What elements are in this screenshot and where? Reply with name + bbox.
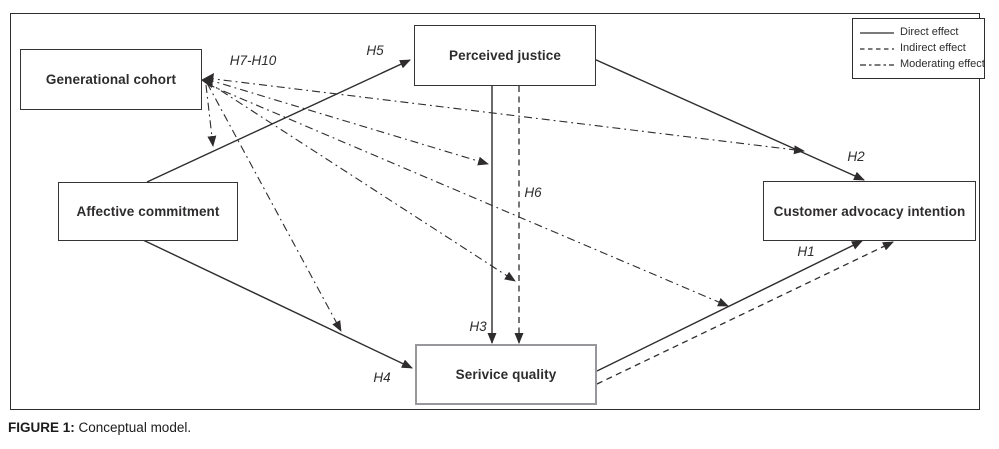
moderating-arrow-onto-h5-path: [205, 84, 217, 147]
direct-arrow-h1-quality-to-advocacy: [596, 240, 863, 372]
node-generational-cohort: Generational cohort: [20, 49, 202, 110]
legend-box: Direct effect Indirect effect Moderating…: [852, 18, 985, 79]
legend-item-indirect: Indirect effect: [859, 42, 978, 55]
figure-caption-number: FIGURE 1:: [8, 420, 75, 435]
node-service-quality-label: Serivice quality: [455, 367, 557, 382]
node-perceived-justice: Perceived justice: [414, 25, 596, 86]
direct-arrow-h4-affective-to-quality: [142, 239, 413, 369]
node-affective-commitment: Affective commitment: [58, 182, 238, 241]
hypothesis-label-h2: H2: [847, 149, 865, 164]
legend-item-moderating: Moderating effect: [859, 58, 985, 71]
hypothesis-label-h6: H6: [524, 185, 542, 200]
legend-indirect-label: Indirect effect: [900, 42, 966, 54]
direct-arrow-h2-justice-to-advocacy: [593, 58, 865, 181]
indirect-line-sample-icon: [860, 47, 894, 50]
moderating-arrow-onto-h6-path: [205, 80, 516, 282]
hypothesis-label-h5: H5: [366, 43, 384, 58]
legend-moderating-label: Moderating effect: [900, 58, 985, 70]
node-customer-advocacy-intention-label: Customer advocacy intention: [773, 203, 966, 219]
moderating-arrow-onto-h2-path: [205, 77, 805, 155]
indirect-arrow-quality-to-advocacy: [596, 241, 894, 385]
hypothesis-label-h3: H3: [469, 319, 487, 334]
moderating-arrow-onto-h3-path: [205, 78, 489, 166]
node-customer-advocacy-intention: Customer advocacy intention: [763, 181, 976, 241]
moderating-arrow-onto-h4-path: [206, 82, 342, 332]
figure-caption-text: Conceptual model.: [74, 420, 192, 435]
node-generational-cohort-label: Generational cohort: [45, 72, 177, 87]
direct-line-sample-icon: [860, 31, 894, 34]
legend-direct-label: Direct effect: [900, 26, 959, 38]
hypothesis-label-h1: H1: [797, 244, 815, 259]
moderating-line-sample-icon: [860, 63, 894, 66]
direct-arrow-h5-affective-to-justice: [146, 59, 411, 183]
moderator-bundle-arrowhead: [201, 73, 214, 88]
node-affective-commitment-label: Affective commitment: [76, 204, 220, 219]
moderating-arrow-onto-h1-path: [206, 83, 729, 307]
hypothesis-label-h4: H4: [373, 370, 391, 385]
node-service-quality: Serivice quality: [415, 344, 597, 405]
figure-caption: FIGURE 1: Conceptual model.: [8, 420, 191, 435]
hypothesis-label-h7-h10: H7-H10: [229, 53, 277, 68]
node-perceived-justice-label: Perceived justice: [448, 48, 561, 63]
legend-item-direct: Direct effect: [859, 26, 978, 39]
